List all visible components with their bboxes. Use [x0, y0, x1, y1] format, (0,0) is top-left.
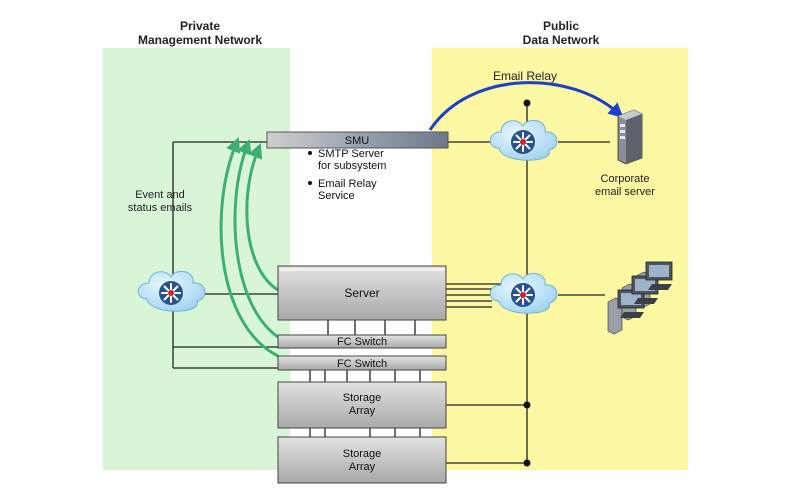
connection-lines — [172, 103, 610, 464]
corporate-server-label-line1: Corporate — [601, 173, 650, 185]
storage-array-1[interactable] — [277, 381, 447, 429]
corporate-email-server-icon[interactable] — [617, 109, 643, 165]
public-data-zone — [432, 48, 688, 470]
email-relay-label: Email Relay — [493, 69, 557, 83]
fc-switch-1-label: FC Switch — [337, 336, 387, 348]
event-emails-label-line1: Event and — [135, 189, 185, 201]
junction-dot-top — [523, 99, 531, 107]
email-relay-arrow — [428, 81, 624, 131]
storage-array-2-label-line2: Array — [349, 461, 376, 473]
storage-array-1-label-line2: Array — [349, 405, 376, 417]
public-zone-title-line2: Data Network — [523, 33, 600, 47]
event-emails-label-line2: status emails — [128, 202, 193, 214]
fc-switch-2[interactable] — [277, 355, 447, 371]
fc-switch-2-label: FC Switch — [337, 358, 387, 370]
public-zone-title-line1: Public — [543, 19, 579, 33]
fc-switch-1[interactable] — [277, 334, 447, 349]
event-email-arrows — [219, 137, 279, 358]
smu-bullet-1-dot — [308, 151, 312, 155]
smu-bullet-1-line2: for subsystem — [318, 160, 386, 172]
storage-array-1-label-line1: Storage — [343, 392, 382, 404]
client-workstations-icon[interactable] — [607, 261, 673, 335]
server-unit[interactable] — [277, 265, 447, 321]
smu-bullet-2-line1: Email Relay — [318, 178, 377, 190]
storage-array-2-label-line1: Storage — [343, 448, 382, 460]
smu-unit[interactable] — [266, 131, 449, 149]
smu-bullet-2-line2: Service — [318, 190, 355, 202]
server-label: Server — [344, 286, 379, 300]
smu-bullet-1-line1: SMTP Server — [318, 148, 384, 160]
smu-label: SMU — [345, 135, 370, 147]
private-zone-title-line1: Private — [180, 19, 220, 33]
junction-dot-storage-2 — [523, 459, 531, 467]
private-zone-title-line2: Management Network — [138, 33, 262, 47]
junction-dot-storage-1 — [523, 401, 531, 409]
corporate-server-label-line2: email server — [595, 186, 655, 198]
private-management-zone — [103, 48, 290, 470]
storage-array-2[interactable] — [277, 436, 447, 484]
smu-bullet-2-dot — [308, 181, 312, 185]
server-highlight — [280, 268, 444, 271]
